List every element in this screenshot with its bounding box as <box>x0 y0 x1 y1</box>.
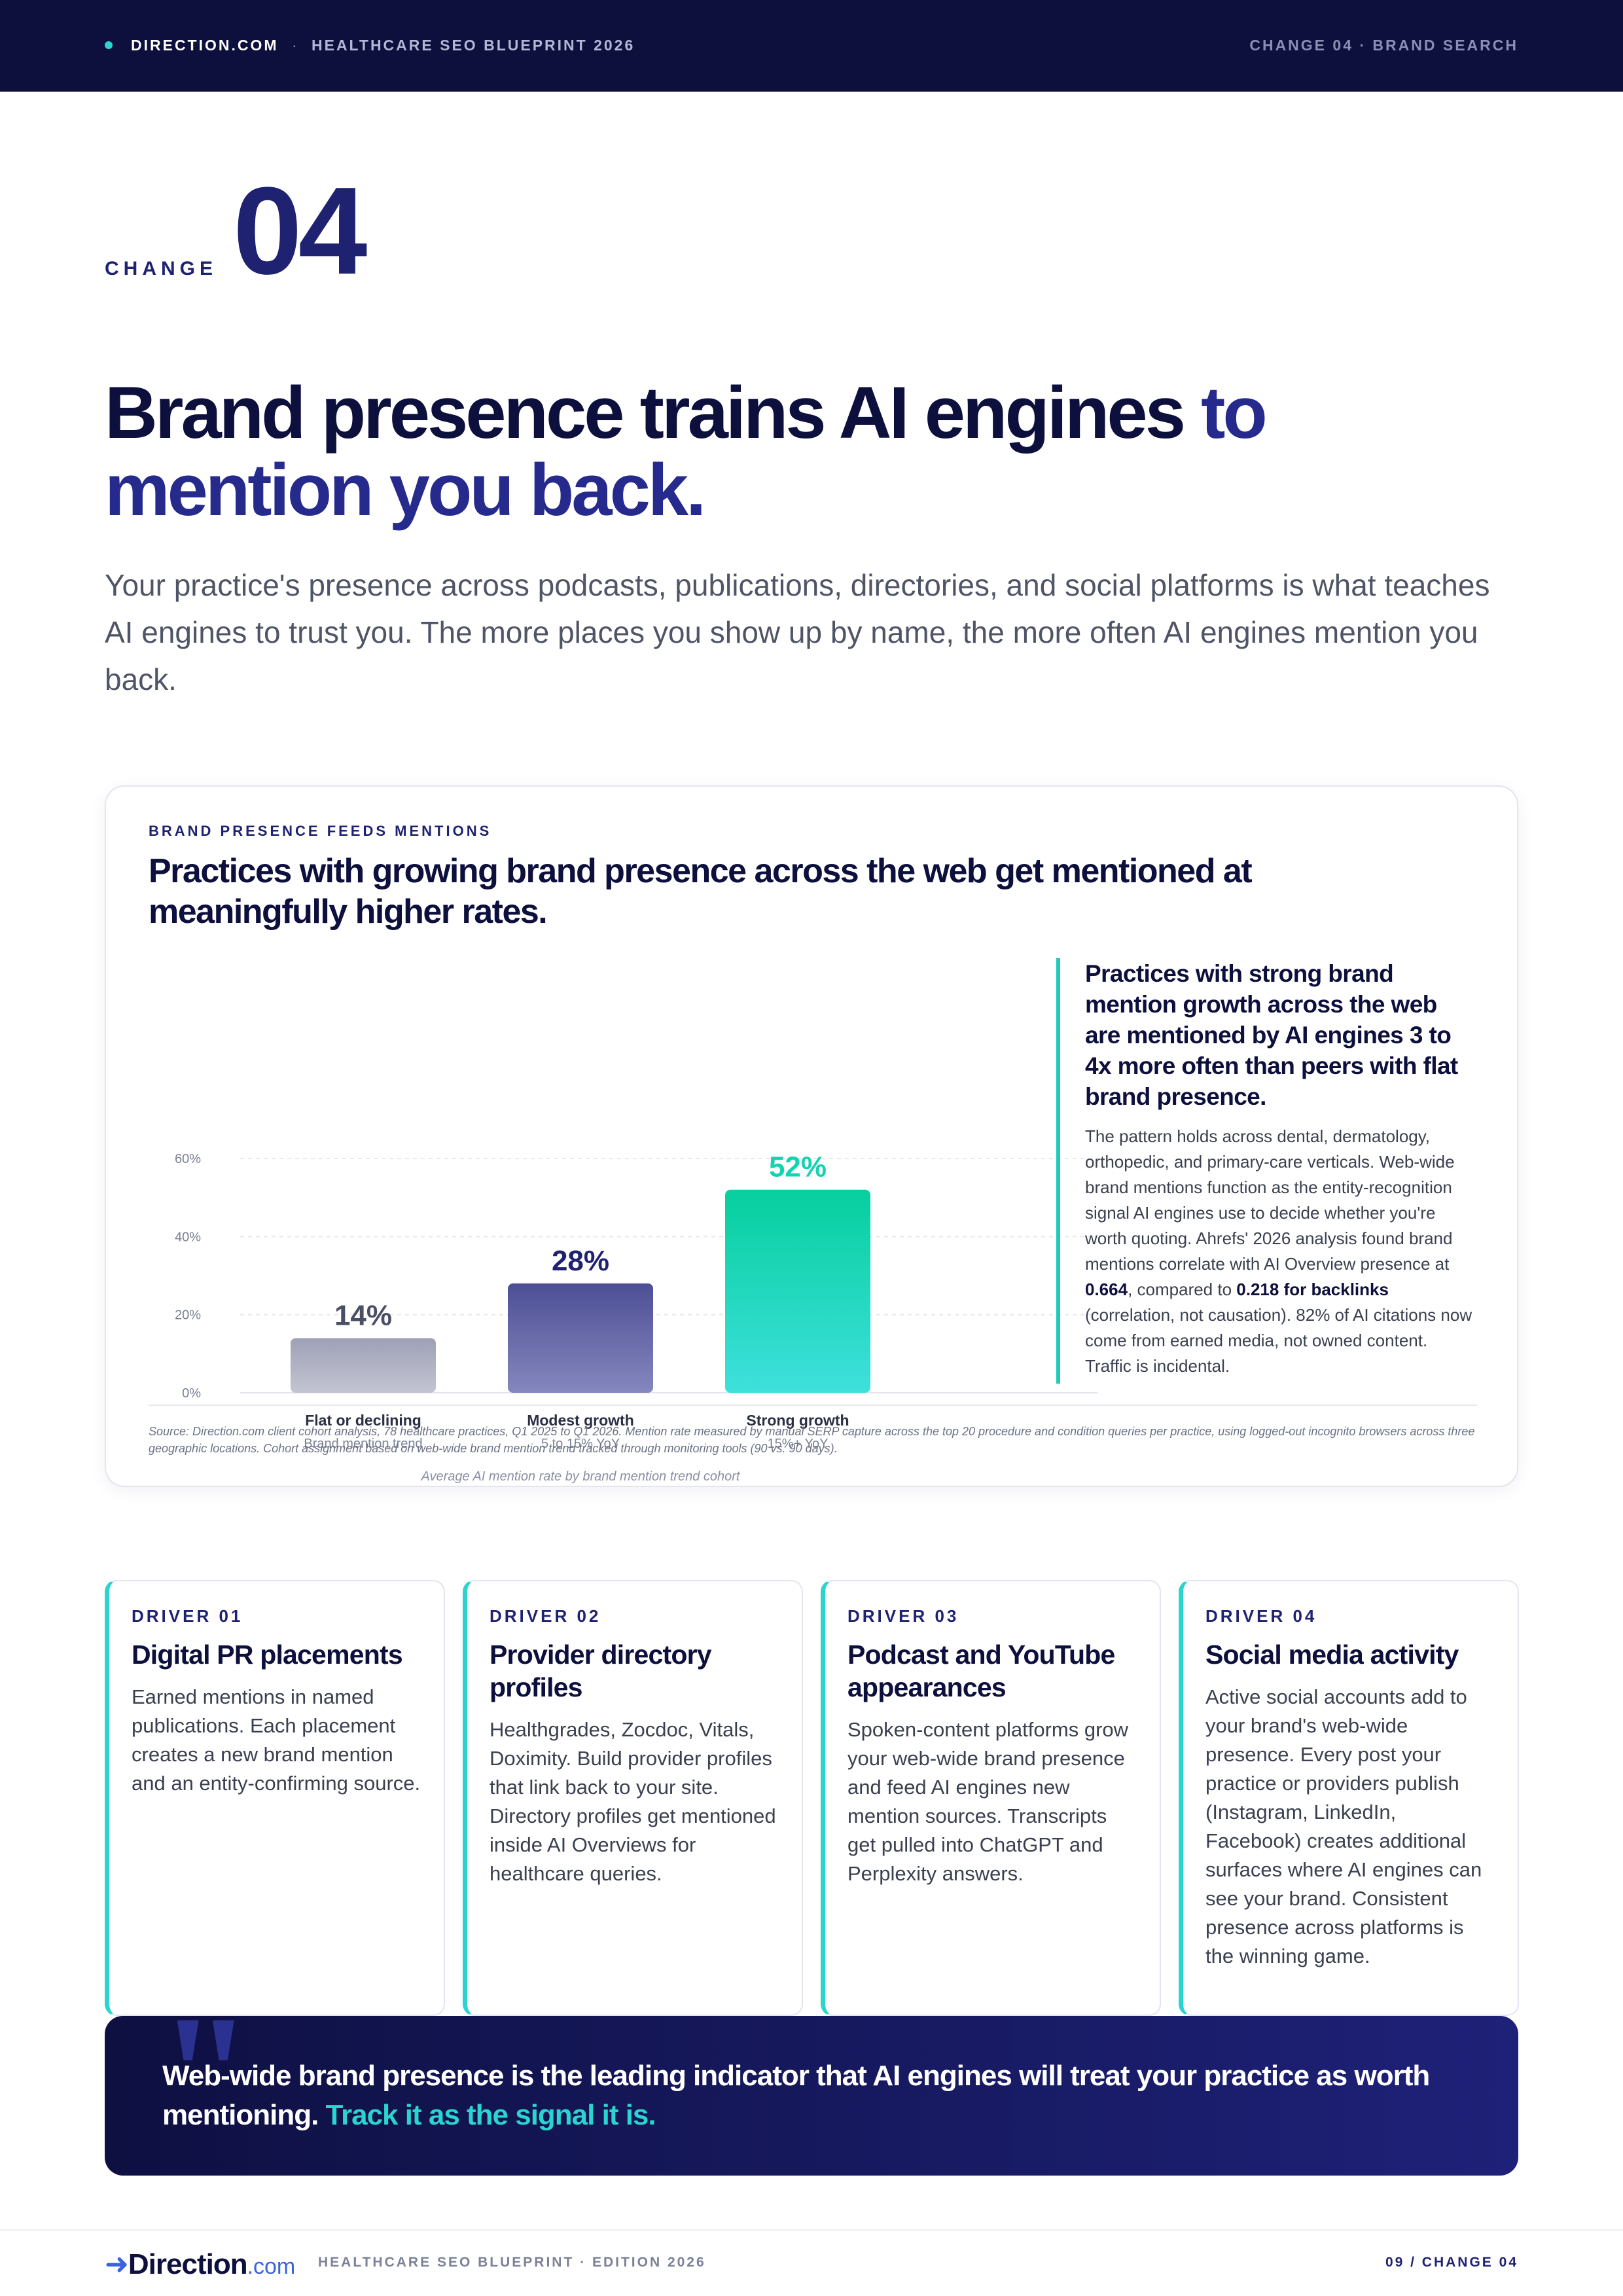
driver-card-1: DRIVER 01 Digital PR placements Earned m… <box>105 1580 445 2016</box>
topbar-doc-title: HEALTHCARE SEO BLUEPRINT 2026 <box>312 37 635 54</box>
topbar-section: CHANGE 04 · BRAND SEARCH <box>1249 37 1518 54</box>
driver-label: DRIVER 04 <box>1205 1606 1317 1626</box>
quote-mark-icon: " <box>158 2016 253 2169</box>
category-label: Modest growth <box>527 1412 634 1429</box>
logo-arrow-icon: ➜ <box>105 2248 129 2280</box>
headline-main: Brand presence trains AI engines <box>105 372 1202 454</box>
driver-card-3: DRIVER 03 Podcast and YouTube appearance… <box>821 1580 1161 2016</box>
category-sublabel: 15%+ YoY <box>768 1437 829 1451</box>
insight-stat-brand-mentions: 0.664 <box>1085 1280 1128 1299</box>
bar-3 <box>725 1189 870 1393</box>
category-label: Strong growth <box>746 1412 849 1429</box>
driver-title: Social media activity <box>1205 1640 1459 1670</box>
change-label: CHANGE <box>105 258 218 279</box>
y-tick-label: 40% <box>175 1230 201 1244</box>
driver-card-2: DRIVER 02 Provider directory profiles He… <box>463 1580 803 2016</box>
card-title: Practices with growing brand presence ac… <box>149 852 1253 931</box>
driver-label: DRIVER 03 <box>847 1606 959 1626</box>
driver-body: Earned mentions in named publications. E… <box>132 1685 421 1795</box>
key-insight-panel: Practices with strong brand mention grow… <box>1056 958 1475 1384</box>
driver-card-4: DRIVER 04 Social media activity Active s… <box>1179 1580 1519 2016</box>
category-sublabel: 5 to 15% YoY <box>541 1437 620 1451</box>
headline: Brand presence trains AI engines to ment… <box>105 374 1544 529</box>
intro-paragraph: Your practice's presence across podcasts… <box>105 568 1490 696</box>
footer-page-number: 09 / CHANGE 04 <box>1385 2255 1518 2270</box>
y-tick-label: 20% <box>175 1308 201 1323</box>
bullet-dot-icon <box>105 41 113 49</box>
driver-title: Provider directory profiles <box>490 1640 712 1702</box>
chart-card: BRAND PRESENCE FEEDS MENTIONS Practices … <box>105 785 1518 1487</box>
footer-divider <box>0 2229 1623 2231</box>
driver-body: Healthgrades, Zocdoc, Vitals, Doximity. … <box>490 1718 776 1885</box>
quote-main: Web-wide brand presence is the leading i… <box>162 2060 1430 2131</box>
quote-highlight: Track it as the signal it is. <box>325 2099 656 2131</box>
category-sublabel: Brand mention trend <box>304 1437 422 1451</box>
change-number: 04 <box>233 162 367 300</box>
insight-body-part-3: (correlation, not causation). 82% of AI … <box>1085 1305 1472 1376</box>
card-divider <box>149 1405 1477 1406</box>
logo-name: Direction <box>128 2248 248 2280</box>
insight-body-part-1: The pattern holds across dental, dermato… <box>1085 1126 1455 1274</box>
driver-body: Spoken-content platforms grow your web-w… <box>847 1718 1129 1885</box>
driver-label: DRIVER 02 <box>490 1606 601 1626</box>
headline-accent: to mention you back. <box>105 372 1268 531</box>
topbar-separator: · <box>292 37 297 54</box>
top-bar: DIRECTION.COM · HEALTHCARE SEO BLUEPRINT… <box>0 0 1623 92</box>
card-eyebrow: BRAND PRESENCE FEEDS MENTIONS <box>149 823 492 839</box>
bar-1 <box>291 1338 436 1393</box>
bar-value-label: 14% <box>334 1299 392 1331</box>
quote-text: Web-wide brand presence is the leading i… <box>162 2056 1471 2135</box>
source-note: Source: Direction.com client cohort anal… <box>149 1425 1475 1455</box>
footer-logo: ➜Direction.com <box>105 2248 295 2281</box>
bar-value-label: 52% <box>769 1151 827 1183</box>
bar-2 <box>508 1283 653 1393</box>
insight-body: The pattern holds across dental, dermato… <box>1085 1124 1475 1379</box>
y-tick-label: 60% <box>175 1152 201 1166</box>
driver-title: Digital PR placements <box>132 1640 403 1670</box>
logo-tld: .com <box>247 2254 296 2279</box>
driver-label: DRIVER 01 <box>132 1606 243 1626</box>
y-tick-label: 0% <box>182 1386 201 1401</box>
insight-heading: Practices with strong brand mention grow… <box>1085 960 1458 1110</box>
driver-title: Podcast and YouTube appearances <box>847 1640 1115 1702</box>
driver-body: Active social accounts add to your brand… <box>1205 1685 1482 1967</box>
chart-caption: Average AI mention rate by brand mention… <box>421 1469 741 1484</box>
insight-stat-backlinks: 0.218 for backlinks <box>1236 1280 1389 1299</box>
quote-banner: " Web-wide brand presence is the leading… <box>105 2016 1518 2176</box>
footer-doc-title: HEALTHCARE SEO BLUEPRINT · EDITION 2026 <box>318 2255 706 2270</box>
insight-body-part-2: , compared to <box>1128 1280 1237 1299</box>
category-label: Flat or declining <box>305 1412 421 1429</box>
bar-value-label: 28% <box>552 1245 609 1277</box>
topbar-brand: DIRECTION.COM <box>131 37 279 54</box>
